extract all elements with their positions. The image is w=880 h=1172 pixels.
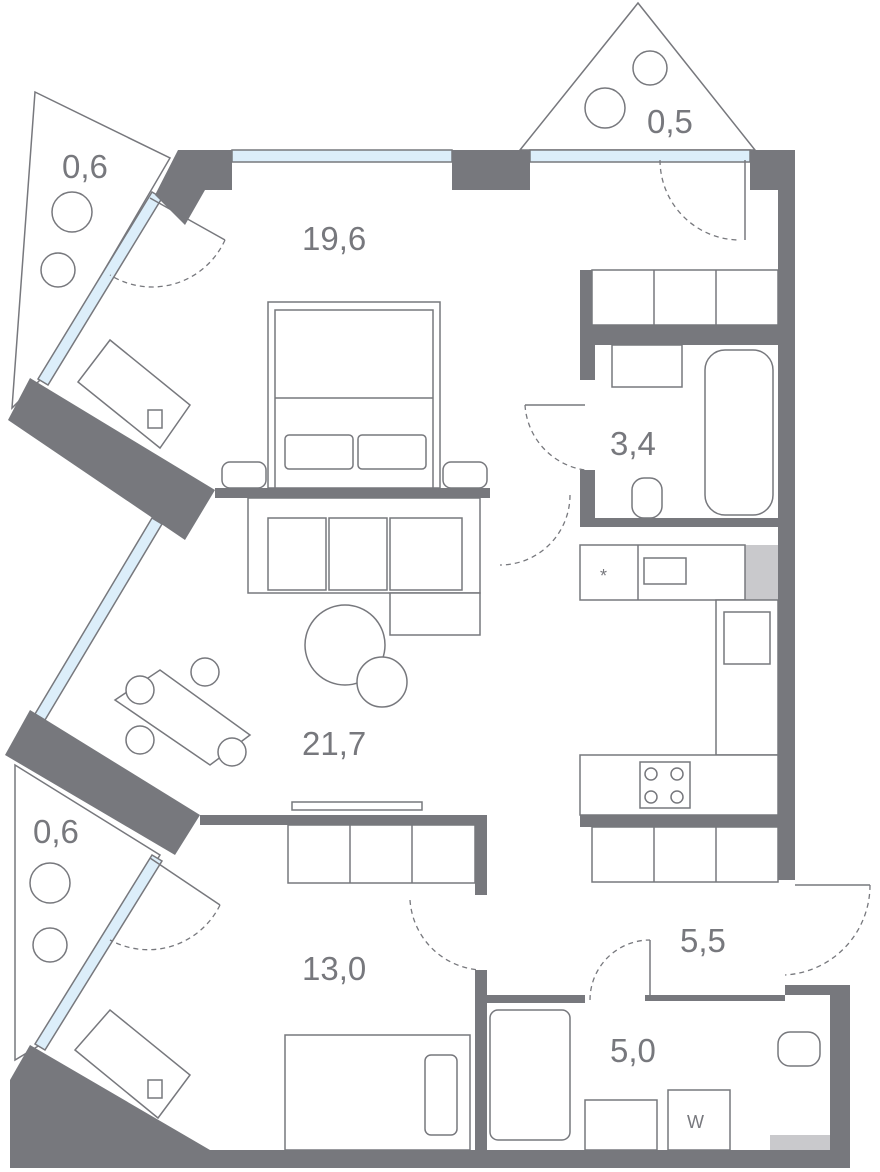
sink [584, 1099, 658, 1151]
washer-mark: W [687, 1112, 704, 1132]
kitchen-sink [723, 611, 771, 665]
chair [40, 252, 76, 288]
area-label: 0,5 [647, 103, 693, 140]
walls [5, 150, 850, 1168]
sink [611, 344, 683, 388]
pillow [284, 434, 354, 470]
area-label: 5,0 [610, 1032, 656, 1069]
area-label: 21,7 [302, 725, 366, 762]
doors [109, 159, 871, 1001]
bathtub [704, 349, 774, 516]
area-label: 0,6 [33, 813, 79, 850]
pillow [357, 434, 427, 470]
chair [32, 927, 68, 963]
window [529, 149, 751, 163]
area-label: 0,6 [62, 148, 108, 185]
toilet [631, 477, 663, 519]
window [33, 853, 164, 1052]
plant [584, 87, 626, 129]
toilet [777, 1031, 821, 1067]
washing-machine [667, 1089, 731, 1151]
wardrobe [591, 826, 779, 883]
balcony-left-top-outline [11, 90, 172, 410]
wardrobe [287, 824, 476, 884]
plant [29, 862, 71, 904]
chair [632, 50, 668, 86]
fridge-mark: * [600, 566, 607, 586]
wardrobe [591, 269, 779, 326]
area-label: 13,0 [302, 950, 366, 987]
tv-stand [291, 801, 423, 811]
window [231, 149, 453, 163]
bathtub [489, 1009, 571, 1141]
plant [51, 191, 93, 233]
area-label: 3,4 [610, 425, 656, 462]
area-label: 5,5 [680, 922, 726, 959]
furniture [29, 50, 821, 1151]
area-label: 19,6 [302, 220, 366, 257]
